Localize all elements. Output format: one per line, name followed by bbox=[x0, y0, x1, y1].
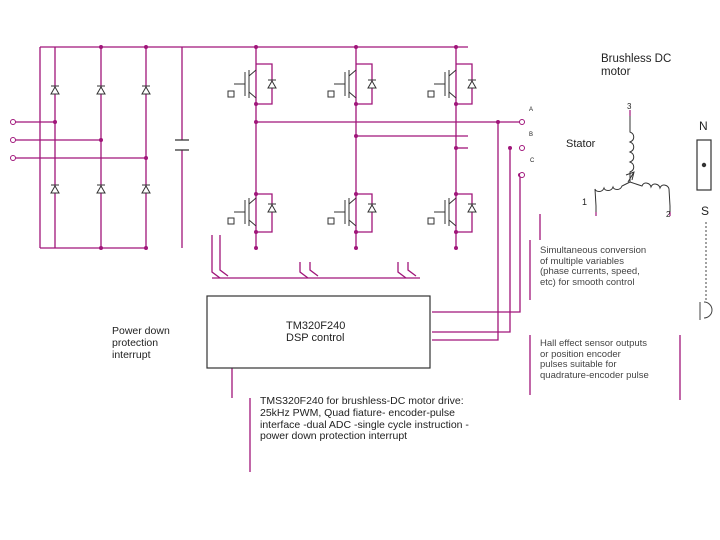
wire-nodes bbox=[53, 45, 522, 250]
node bbox=[454, 246, 458, 250]
igbt-b-bottom bbox=[327, 197, 357, 227]
phase-lead-a bbox=[432, 122, 499, 341]
stator-windings bbox=[594, 116, 671, 212]
phase-terminals bbox=[519, 119, 525, 178]
node bbox=[254, 192, 258, 196]
phase-lead-c bbox=[432, 175, 521, 313]
north-pole-label: N bbox=[699, 119, 708, 133]
terminal bbox=[519, 172, 525, 178]
node bbox=[99, 45, 103, 49]
node bbox=[254, 102, 258, 106]
node bbox=[454, 146, 458, 150]
diode bbox=[141, 85, 151, 95]
node bbox=[508, 146, 512, 150]
terminal bbox=[519, 145, 525, 151]
stator-arrow bbox=[625, 171, 635, 183]
node bbox=[354, 134, 358, 138]
rotor-center bbox=[701, 162, 707, 168]
node bbox=[144, 246, 148, 250]
gate-signal-lines bbox=[211, 235, 417, 279]
diode bbox=[50, 184, 60, 194]
stator-lead-wires bbox=[595, 110, 671, 216]
node bbox=[99, 138, 103, 142]
bus-capacitor bbox=[175, 139, 189, 151]
igbt-c-top bbox=[427, 69, 457, 99]
terminal bbox=[10, 119, 16, 125]
phase-label-c: C bbox=[530, 158, 535, 164]
node bbox=[354, 230, 358, 234]
diode bbox=[50, 85, 60, 95]
node bbox=[454, 230, 458, 234]
node bbox=[454, 102, 458, 106]
node bbox=[53, 120, 57, 124]
node bbox=[254, 230, 258, 234]
node bbox=[354, 192, 358, 196]
diode bbox=[367, 79, 377, 89]
coil-label-1: 1 bbox=[582, 197, 588, 207]
rotor bbox=[696, 139, 712, 191]
south-pole-label: S bbox=[701, 204, 710, 218]
phase-lead-b bbox=[432, 148, 511, 333]
winding-2 bbox=[629, 181, 671, 212]
dsp-to-description bbox=[231, 368, 251, 472]
node bbox=[254, 246, 258, 250]
diode bbox=[141, 184, 151, 194]
simultaneous-conversion-note: Simultaneous conversion of multiple vari… bbox=[540, 245, 647, 288]
stator-label: Stator bbox=[566, 138, 596, 150]
node bbox=[99, 246, 103, 250]
igbt-switches bbox=[227, 69, 457, 227]
dsp-block-label: TM320F240 DSP control bbox=[286, 320, 346, 345]
leg-a-diode-branch bbox=[256, 63, 273, 233]
power-down-label: Power down protection interrupt bbox=[112, 325, 170, 361]
node bbox=[496, 120, 500, 124]
node bbox=[354, 45, 358, 49]
igbt-a-bottom bbox=[227, 197, 257, 227]
coil-label-2: 2 bbox=[666, 210, 671, 219]
node bbox=[454, 192, 458, 196]
diode bbox=[267, 79, 277, 89]
hall-note-bracket bbox=[529, 335, 681, 400]
winding-1 bbox=[594, 181, 631, 212]
phase-label-b: B bbox=[529, 132, 534, 138]
node bbox=[144, 156, 148, 160]
diode bbox=[96, 85, 106, 95]
igbt-b-top bbox=[327, 69, 357, 99]
leg-b-diode-branch bbox=[356, 63, 373, 233]
motor-title: Brushless DC motor bbox=[601, 53, 672, 78]
ac-input-terminals bbox=[10, 119, 16, 161]
node bbox=[144, 45, 148, 49]
hall-sensor-note: Hall effect sensor outputs or position e… bbox=[540, 338, 649, 381]
coil-label-3: 3 bbox=[627, 102, 632, 111]
winding-3 bbox=[628, 116, 635, 182]
phase-label-a: A bbox=[529, 107, 534, 113]
node bbox=[254, 45, 258, 49]
freewheel-diodes bbox=[267, 79, 477, 213]
dsp-block-box bbox=[206, 295, 431, 369]
igbt-c-bottom bbox=[427, 197, 457, 227]
hall-sensor bbox=[699, 222, 713, 320]
node bbox=[354, 102, 358, 106]
diode bbox=[267, 203, 277, 213]
diode bbox=[467, 79, 477, 89]
terminal bbox=[519, 119, 525, 125]
terminal bbox=[10, 155, 16, 161]
dsp-description: TMS320F240 for brushless-DC motor drive:… bbox=[260, 395, 469, 443]
igbt-a-top bbox=[227, 69, 257, 99]
node bbox=[454, 45, 458, 49]
node bbox=[254, 120, 258, 124]
hall-sensor-icon bbox=[699, 301, 713, 320]
diode bbox=[96, 184, 106, 194]
terminal bbox=[10, 137, 16, 143]
diode bbox=[467, 203, 477, 213]
rectifier-diodes bbox=[50, 85, 151, 194]
node bbox=[354, 246, 358, 250]
diode bbox=[367, 203, 377, 213]
